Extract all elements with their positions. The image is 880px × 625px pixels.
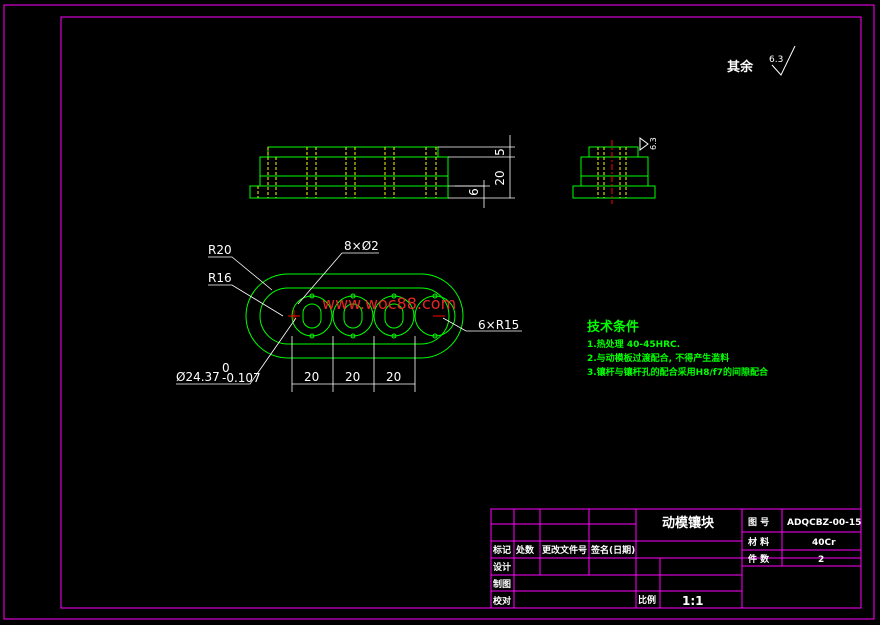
dim-holes: 8×Ø2 bbox=[344, 239, 379, 253]
drawing-no: ADQCBZ-00-15 bbox=[787, 518, 861, 528]
side-view: 6.3 bbox=[572, 137, 658, 204]
dim-front-total: 20 bbox=[493, 170, 507, 185]
front-base bbox=[249, 185, 449, 199]
dim-bore-tol-upper: 0 bbox=[222, 361, 230, 375]
inner-contour bbox=[259, 287, 450, 345]
top-view: R20 R16 8×Ø2 6×R15 Ø24.37 0 -0.107 20 20… bbox=[176, 239, 522, 392]
small-holes bbox=[309, 293, 438, 339]
dim-r-inner: R16 bbox=[208, 271, 232, 285]
outer-contour bbox=[245, 273, 464, 359]
rev-header-doc: 更改文件号 bbox=[542, 544, 587, 556]
dim-pitch-1: 20 bbox=[304, 370, 319, 384]
tech-req-item-1: 1.热处理 40-45HRC. bbox=[587, 338, 680, 350]
dim-front-base: 6 bbox=[467, 188, 481, 196]
technical-requirements: 技术条件 1.热处理 40-45HRC. 2.与动模板过渡配合, 不得产生滥料 … bbox=[587, 319, 769, 378]
dim-front-top: 5 bbox=[493, 148, 507, 156]
quantity-label: 件 数 bbox=[748, 553, 770, 565]
dim-pitch-2: 20 bbox=[345, 370, 360, 384]
roughness-label: 其余 bbox=[727, 59, 754, 75]
front-dimensions bbox=[438, 135, 515, 208]
side-base bbox=[572, 185, 656, 199]
front-view: 5 20 6 bbox=[249, 135, 515, 208]
center-marks bbox=[288, 310, 445, 322]
tech-req-title: 技术条件 bbox=[587, 319, 639, 335]
slots bbox=[302, 303, 404, 329]
outer-frame bbox=[3, 4, 875, 620]
dim-slots: 6×R15 bbox=[478, 318, 519, 332]
tech-req-item-3: 3.镶杆与镶杆孔的配合采用H8/f7的间隙配合 bbox=[587, 366, 769, 378]
row-check: 校对 bbox=[493, 595, 511, 607]
drawing-no-label: 图 号 bbox=[748, 517, 769, 528]
row-draw: 制图 bbox=[493, 578, 511, 590]
rev-header-sign: 签名(日期) bbox=[590, 544, 635, 556]
side-roughness-value: 6.3 bbox=[649, 137, 658, 150]
front-body bbox=[259, 156, 449, 187]
material: 40Cr bbox=[812, 538, 836, 548]
dim-r-outer: R20 bbox=[208, 243, 232, 257]
dim-bore: Ø24.37 bbox=[176, 370, 220, 384]
front-top bbox=[267, 146, 439, 158]
title-block bbox=[490, 508, 862, 609]
quantity: 2 bbox=[818, 555, 824, 565]
row-design: 设计 bbox=[493, 561, 511, 573]
material-label: 材 料 bbox=[747, 536, 769, 548]
part-name: 动模镶块 bbox=[662, 515, 715, 531]
roughness-note: 其余 6.3 bbox=[727, 45, 796, 76]
scale-label: 比例 bbox=[638, 594, 656, 606]
watermark: www.woc88.com bbox=[322, 294, 456, 313]
dim-pitch-3: 20 bbox=[386, 370, 401, 384]
dim-bore-main: Ø24.37 bbox=[176, 370, 220, 384]
scale: 1:1 bbox=[682, 594, 704, 608]
side-roughness-symbol bbox=[639, 137, 649, 151]
title-block-text: 动模镶块 图 号 ADQCBZ-00-15 材 料 40Cr 件 数 2 标记 … bbox=[492, 515, 861, 608]
tech-req-item-2: 2.与动模板过渡配合, 不得产生滥料 bbox=[587, 352, 729, 364]
side-body bbox=[580, 156, 649, 187]
roughness-value: 6.3 bbox=[769, 55, 783, 65]
front-hidden-lines bbox=[257, 147, 437, 198]
side-hidden-lines bbox=[597, 147, 627, 198]
inner-frame bbox=[60, 16, 862, 609]
roughness-symbol bbox=[771, 45, 796, 76]
rev-header-mark: 标记 bbox=[492, 544, 511, 556]
leaders bbox=[176, 252, 522, 392]
dim-bore-tol-lower: -0.107 bbox=[222, 371, 261, 385]
bores bbox=[291, 295, 456, 337]
side-top bbox=[588, 146, 639, 158]
rev-header-count: 处数 bbox=[515, 544, 535, 556]
